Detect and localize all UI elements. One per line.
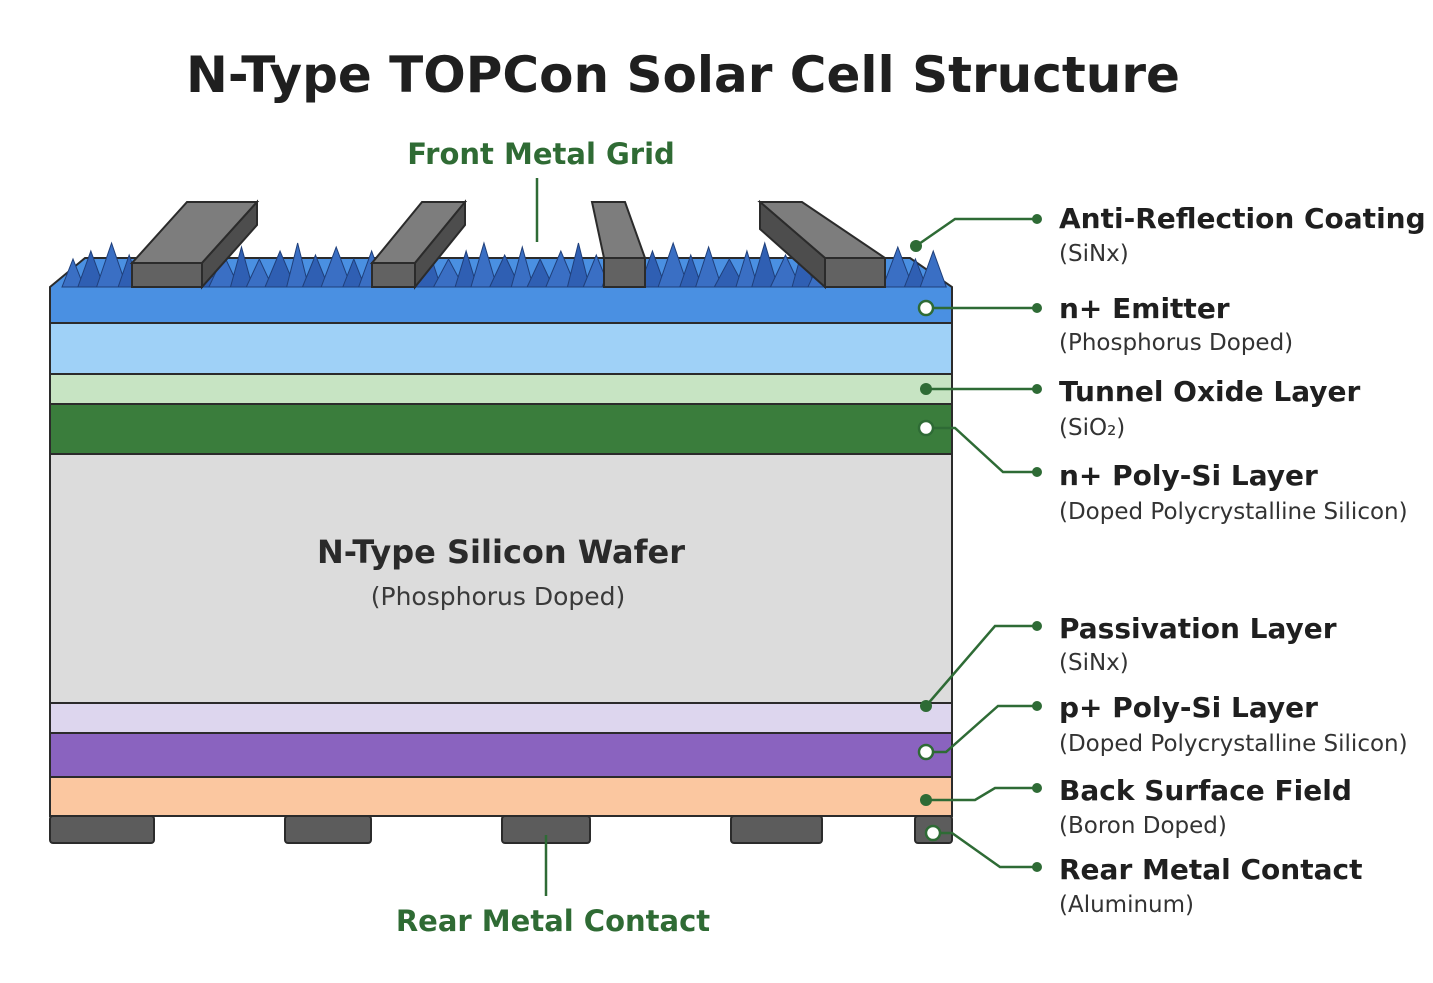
label-title: Tunnel Oxide Layer (1059, 375, 1361, 408)
texture-pyramid (510, 245, 534, 288)
label-passivation: Passivation Layer (SiNx) (1059, 612, 1337, 676)
front-grid-label: Front Metal Grid (407, 137, 675, 171)
texture-pyramid (545, 249, 577, 288)
grid-finger (757, 199, 889, 290)
texture-pyramid (454, 249, 478, 288)
texture-pyramid (694, 245, 723, 288)
rear-contacts (49, 815, 953, 844)
label-back-surface-field: Back Surface Field (Boron Doped) (1059, 774, 1352, 839)
texture-pyramid (919, 249, 947, 288)
silicon-wafer (49, 453, 953, 704)
texture-pyramid (566, 242, 591, 288)
label-subtitle: (SiNx) (1059, 241, 1129, 267)
label-subtitle: (SiO₂) (1059, 415, 1125, 441)
rear-contact-label: Rear Metal Contact (396, 904, 710, 938)
texture-pyramid (432, 257, 465, 288)
texture-pyramid (229, 245, 254, 288)
texture-pyramid (320, 245, 352, 288)
label-title: Passivation Layer (1059, 612, 1337, 645)
texture-pyramid (751, 241, 779, 288)
texture-pyramid (882, 245, 914, 288)
n-poly-si-layer (49, 403, 953, 455)
texture-pyramid (470, 241, 498, 288)
grid-finger (590, 201, 647, 288)
texture-pyramid (488, 253, 521, 288)
rear-contact-pad (284, 815, 372, 844)
wafer-subtitle: (Phosphorus Doped) (371, 582, 626, 611)
texture-pyramid (903, 257, 928, 288)
texture-pyramid (285, 242, 310, 288)
texture-pyramid (95, 241, 128, 288)
texture-pyramid (61, 257, 85, 288)
texture-pyramid (735, 249, 759, 288)
texture-pyramid (679, 253, 703, 288)
leader-lines (910, 214, 1042, 872)
label-subtitle: (SiNx) (1059, 650, 1129, 676)
texture-pyramid (301, 253, 330, 288)
label-subtitle: (Boron Doped) (1059, 813, 1227, 839)
label-title: Back Surface Field (1059, 774, 1352, 807)
label-anti-reflection: Anti-Reflection Coating (SiNx) (1059, 202, 1426, 267)
grid-finger (369, 199, 468, 290)
label-title: Rear Metal Contact (1059, 853, 1362, 886)
label-emitter: n+ Emitter (Phosphorus Doped) (1059, 292, 1293, 356)
tunnel-oxide-layer (49, 373, 953, 405)
wafer-title: N-Type Silicon Wafer (317, 533, 685, 571)
texture-pyramid (657, 241, 689, 288)
texture-pyramid (77, 249, 105, 288)
label-subtitle: (Doped Polycrystalline Silicon) (1059, 731, 1408, 757)
emitter-layer (49, 322, 953, 375)
label-tunnel-oxide: Tunnel Oxide Layer (SiO₂) (1059, 375, 1361, 441)
layer-labels: Anti-Reflection Coating (SiNx) n+ Emitte… (1059, 202, 1426, 918)
label-subtitle: (Aluminum) (1059, 892, 1194, 918)
texture-pyramid (769, 253, 802, 288)
label-p-poly-si: p+ Poly-Si Layer (Doped Polycrystalline … (1059, 691, 1408, 757)
label-title: p+ Poly-Si Layer (1059, 691, 1318, 724)
texture-pyramid (582, 253, 611, 288)
label-subtitle: (Doped Polycrystalline Silicon) (1059, 499, 1408, 525)
texture-pyramid (264, 249, 296, 288)
page-title: N-Type TOPCon Solar Cell Structure (186, 46, 1180, 104)
label-n-poly-si: n+ Poly-Si Layer (Doped Polycrystalline … (1059, 459, 1408, 525)
back-surface-field-layer (49, 776, 953, 817)
front-metal-grid (129, 199, 889, 290)
grid-finger (129, 199, 260, 290)
texture-pyramid (245, 257, 274, 288)
label-title: n+ Emitter (1059, 292, 1230, 325)
rear-contact-pad (49, 815, 155, 844)
rear-contact-pad (730, 815, 823, 844)
texture-pyramid (526, 257, 554, 288)
label-rear-metal-contact: Rear Metal Contact (Aluminum) (1059, 853, 1362, 918)
label-subtitle: (Phosphorus Doped) (1059, 330, 1293, 356)
label-title: n+ Poly-Si Layer (1059, 459, 1318, 492)
texture-pyramid (342, 257, 366, 288)
cell-stack: N-Type Silicon Wafer (Phosphorus Doped) (49, 199, 953, 844)
p-poly-si-layer (49, 732, 953, 778)
label-title: Anti-Reflection Coating (1059, 202, 1426, 235)
texture-pyramid (713, 257, 746, 288)
passivation-layer (49, 702, 953, 734)
